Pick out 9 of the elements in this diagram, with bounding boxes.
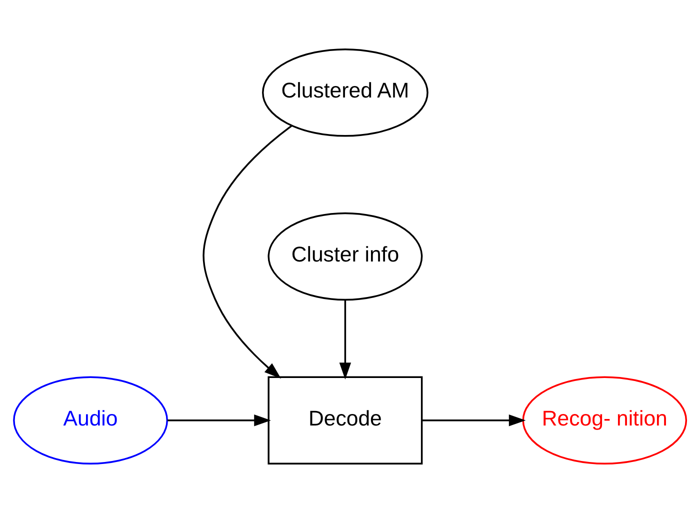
arrow (339, 300, 352, 380)
node-ellipse: Audio (13, 376, 168, 465)
arrow (422, 414, 526, 426)
arrow (167, 414, 271, 426)
arrow (202, 125, 292, 379)
node-ellipse: Clustered AM (262, 48, 428, 137)
node-ellipse: Recog- nition (522, 376, 688, 465)
node-ellipse: Cluster info (268, 212, 423, 301)
node-box: Decode (268, 376, 423, 465)
